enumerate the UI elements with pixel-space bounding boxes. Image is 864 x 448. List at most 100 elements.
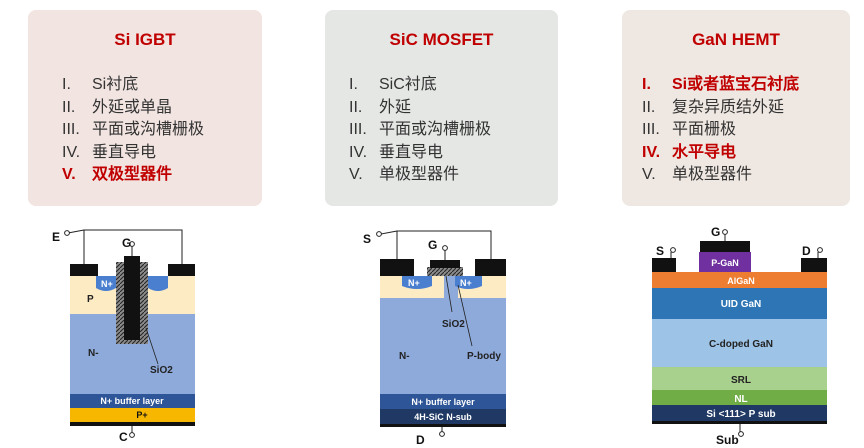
hemt-substrate-layer — [652, 405, 827, 421]
mosfet-n-plus-right — [455, 276, 482, 289]
mosfet-source-lead — [380, 230, 398, 235]
list-item: IV.垂直导电 — [349, 143, 444, 161]
mosfet-drain-terminal — [439, 431, 445, 437]
mosfet-n-plus-right-label: N+ — [460, 278, 472, 288]
mosfet-gate-oxide — [427, 267, 463, 276]
igbt-cross-section: E G C N+ P N- SiO2 N+ buffer layer P+ — [52, 229, 195, 444]
list-item: V.单极型器件 — [642, 166, 753, 183]
igbt-emitter-metal-right — [168, 264, 195, 276]
hemt-pgan-label: P-GaN — [711, 258, 739, 268]
mosfet-buffer-layer — [380, 394, 506, 409]
igbt-emitter-lead — [67, 229, 85, 234]
hemt-substrate-label: Si <111> P sub — [706, 409, 775, 420]
list-item-highlight: V.双极型器件 — [62, 166, 173, 183]
igbt-emitter-wire — [83, 229, 183, 264]
igbt-n-plus-label: N+ — [101, 279, 113, 289]
list-item: I.SiC衬底 — [349, 76, 437, 93]
mosfet-gate-terminal — [442, 245, 448, 251]
hemt-nl-label: NL — [734, 394, 747, 405]
hemt-source-metal — [652, 258, 676, 272]
feature-list: I.Si衬底 II.外延或单晶 III.平面或沟槽栅极 IV.垂直导电 V.双极… — [62, 74, 204, 187]
list-item: V.单极型器件 — [349, 166, 460, 183]
hemt-substrate-metal — [652, 421, 827, 424]
hemt-source-label: S — [656, 244, 664, 258]
card-title: SiC MOSFET — [389, 30, 494, 49]
sic-mosfet-card: SiC MOSFET I.SiC衬底 II.外延 III.平面或沟槽栅极 IV.… — [325, 10, 558, 206]
igbt-gate-terminal — [129, 241, 135, 247]
mosfet-pbody-label: P-body — [467, 351, 501, 362]
list-item: II.外延 — [349, 98, 412, 116]
list-item: II.复杂异质结外延 — [642, 98, 785, 116]
card-title: GaN HEMT — [692, 30, 780, 49]
mosfet-n-plus-left-label: N+ — [408, 278, 420, 288]
list-item: II.外延或单晶 — [62, 98, 173, 116]
igbt-collector-metal — [70, 422, 195, 426]
list-item: III.平面或沟槽栅极 — [62, 121, 205, 138]
igbt-n-plus-right — [148, 276, 168, 291]
list-item: IV.垂直导电 — [62, 143, 157, 161]
mosfet-n-plus-left — [402, 276, 432, 289]
mosfet-n-minus-region — [380, 298, 506, 394]
igbt-oxide-label: SiO2 — [150, 365, 173, 376]
mosfet-substrate — [380, 409, 506, 424]
mosfet-drain-label: D — [416, 433, 425, 447]
list-item: III.平面或沟槽栅极 — [349, 121, 492, 138]
hemt-algan-label: AlGaN — [727, 276, 755, 286]
hemt-c-doped-gan-layer — [652, 319, 827, 367]
igbt-gate-label: G — [122, 236, 131, 250]
list-item-highlight: I.Si或者蓝宝石衬底 — [642, 76, 800, 93]
igbt-buffer-layer — [70, 394, 195, 408]
list-item: I.Si衬底 — [62, 76, 139, 93]
igbt-emitter-label: E — [52, 230, 60, 244]
mosfet-source-label: S — [363, 232, 371, 246]
gan-hemt-card: GaN HEMT I.Si或者蓝宝石衬底 II.复杂异质结外延 III.平面栅极… — [622, 10, 850, 206]
mosfet-drain-metal — [380, 424, 506, 427]
si-igbt-card: Si IGBT I.Si衬底 II.外延或单晶 III.平面或沟槽栅极 IV.垂… — [28, 10, 262, 206]
hemt-uid-gan-label: UID GaN — [721, 299, 762, 310]
mosfet-p-region — [380, 276, 506, 298]
hemt-source-terminal — [670, 247, 676, 253]
hemt-srl-layer — [652, 367, 827, 390]
igbt-emitter-metal-left — [70, 264, 98, 276]
hemt-algan-layer — [652, 272, 827, 288]
hemt-srl-label: SRL — [731, 375, 751, 386]
hemt-sub-terminal-label: Sub — [716, 433, 739, 447]
feature-list: I.Si或者蓝宝石衬底 II.复杂异质结外延 III.平面栅极 IV.水平导电 … — [642, 74, 799, 187]
igbt-emitter-terminal — [64, 230, 70, 236]
hemt-c-doped-gan-label: C-doped GaN — [709, 339, 773, 350]
mosfet-oxide-label: SiO2 — [442, 319, 465, 330]
mosfet-source-metal-right — [475, 259, 506, 276]
igbt-p-label: P — [87, 294, 94, 305]
mosfet-cross-section: S G D N+ N+ SiO2 N- P-body N+ buffer lay… — [363, 230, 506, 447]
mosfet-substrate-label: 4H-SiC N-sub — [414, 412, 472, 422]
hemt-gate-metal — [700, 241, 750, 252]
igbt-gate-poly — [124, 256, 140, 340]
mosfet-buffer-label: N+ buffer layer — [411, 397, 475, 407]
hemt-cross-section: S G D P-GaN AlGaN UID GaN C-doped GaN SR… — [652, 225, 827, 447]
igbt-collector-label: C — [119, 430, 128, 444]
mosfet-source-terminal — [376, 231, 382, 237]
igbt-n-minus-label: N- — [88, 348, 99, 359]
mosfet-source-metal-left — [380, 259, 414, 276]
hemt-gate-terminal — [722, 229, 728, 235]
mosfet-gate-poly — [430, 260, 460, 268]
hemt-drain-metal — [801, 258, 827, 272]
mosfet-jfet-region — [444, 276, 458, 300]
hemt-sub-terminal — [738, 431, 744, 437]
igbt-p-plus-layer — [70, 408, 195, 422]
mosfet-gate-label: G — [428, 238, 437, 252]
list-item-highlight: IV.水平导电 — [642, 143, 737, 161]
mosfet-n-minus-label: N- — [399, 351, 410, 362]
igbt-p-plus-label: P+ — [136, 410, 147, 420]
igbt-oxide-pointer — [145, 327, 159, 365]
hemt-uid-gan-layer — [652, 288, 827, 319]
hemt-gate-label: G — [711, 225, 720, 239]
hemt-drain-label: D — [802, 244, 811, 258]
igbt-buffer-label: N+ buffer layer — [100, 396, 164, 406]
mosfet-oxide-pointer — [445, 275, 453, 313]
mosfet-pbody-pointer — [457, 284, 473, 347]
igbt-collector-terminal — [129, 432, 135, 438]
hemt-drain-terminal — [817, 247, 823, 253]
list-item: III.平面栅极 — [642, 121, 737, 138]
